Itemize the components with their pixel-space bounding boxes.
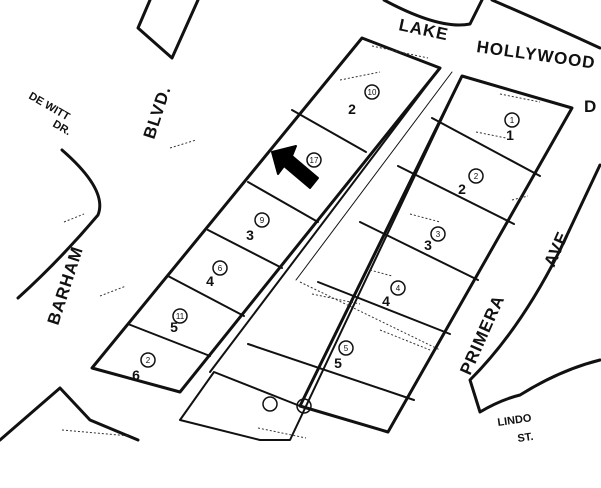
lower-partial-parcels — [262, 396, 312, 414]
street-label-hollywood: HOLLYWOOD — [475, 37, 596, 72]
east-lot-5: 5 5 — [334, 340, 354, 371]
alley-east-edge — [295, 71, 453, 281]
arrow-pointer-icon — [271, 145, 319, 189]
parcel-number: 5 — [344, 344, 349, 353]
east-lot-3: 3 3 — [424, 226, 446, 253]
lot-number: 5 — [334, 355, 342, 371]
parcel-number: 9 — [260, 216, 265, 225]
west-block-outline — [90, 36, 442, 394]
lot-number: 3 — [424, 237, 432, 253]
parcel-circle — [306, 152, 322, 168]
parcel-circle — [212, 260, 228, 276]
parcel-circle — [430, 226, 446, 242]
west-lot-3: 9 3 — [246, 212, 270, 243]
street-label-dewitt-1: DE WITT — [27, 90, 72, 123]
street-label-hollywood-suffix: D — [584, 97, 597, 116]
curb-dewitt-barham — [16, 148, 102, 300]
parcel-circle — [296, 398, 312, 414]
parcel-circle — [468, 168, 484, 184]
east-block-west-edge — [179, 75, 463, 441]
parcel-circle — [140, 352, 156, 368]
street-label-blvd: BLVD. — [140, 83, 175, 141]
lot-number: 3 — [246, 227, 254, 243]
west-lot-divider-2 — [247, 181, 319, 223]
parcel-number: 10 — [368, 88, 377, 97]
parcel-number: 2 — [146, 356, 151, 365]
west-lot-5: 11 5 — [170, 308, 188, 335]
parcel-circle — [262, 396, 278, 412]
parcel-number: 6 — [218, 264, 223, 273]
dimension-marks — [61, 45, 541, 439]
easement-dashed-line — [299, 281, 441, 351]
curb-primera-east — [468, 163, 601, 414]
west-lot-subject: 17 — [306, 152, 322, 168]
lot-number: 6 — [132, 367, 140, 383]
lot-number: 4 — [206, 273, 214, 289]
east-lot-divider-1 — [431, 117, 541, 177]
lot-number: 4 — [382, 293, 390, 309]
lot-number: 2 — [348, 101, 356, 117]
parcel-circle — [390, 280, 406, 296]
west-lot-divider-1 — [291, 109, 367, 153]
west-lot-divider-5 — [127, 323, 211, 357]
east-lot-divider-3 — [359, 221, 479, 281]
west-block — [90, 36, 442, 394]
parcel-number: 1 — [510, 116, 515, 125]
west-lot-labels: 10 2 17 9 3 6 4 11 5 2 6 — [132, 84, 380, 383]
curb-hollywood-north — [490, 0, 601, 50]
parcel-number: 17 — [310, 156, 319, 165]
curb-top-left — [136, 0, 200, 60]
west-lot-divider-4 — [167, 275, 245, 317]
east-lot-labels: 1 1 2 2 3 3 4 4 5 5 — [334, 112, 520, 371]
east-lot-2: 2 2 — [458, 168, 484, 197]
curb-lake-north — [382, 0, 484, 27]
parcel-circle — [504, 112, 520, 128]
east-lot-divider-4 — [317, 281, 451, 335]
street-label-lindo-1: LINDO — [497, 412, 533, 429]
east-lot-divider-5 — [247, 343, 415, 401]
parcel-number: 4 — [396, 284, 401, 293]
lot-number: 1 — [506, 127, 514, 143]
parcel-circle — [254, 212, 270, 228]
curb-bottom-left — [0, 386, 140, 442]
street-label-primera: PRIMERA — [456, 292, 508, 378]
lot-number: 5 — [170, 319, 178, 335]
street-label-lindo-2: ST. — [517, 431, 534, 445]
parcel-circle — [364, 84, 380, 100]
east-lot-4: 4 4 — [382, 280, 406, 309]
street-label-ave: AVE. — [540, 223, 575, 269]
parcel-circle — [172, 308, 188, 324]
east-lot-1: 1 1 — [504, 112, 520, 143]
west-lot-6: 2 6 — [132, 352, 156, 383]
west-lot-divider-3 — [207, 229, 283, 269]
west-lot-2: 10 2 — [348, 84, 380, 117]
parcel-number: 11 — [176, 312, 185, 321]
west-lot-4: 6 4 — [206, 260, 228, 289]
street-label-dewitt-2: DR. — [51, 118, 73, 138]
parcel-number: 3 — [436, 230, 441, 239]
alley-west-edge — [209, 67, 441, 373]
parcel-circle — [338, 340, 354, 356]
street-label-lake: LAKE — [397, 15, 450, 44]
east-lot-divider-2 — [397, 165, 515, 225]
lot-number: 2 — [458, 181, 466, 197]
street-label-barham: BARHAM — [44, 244, 87, 327]
parcel-number: 2 — [474, 172, 479, 181]
street-curbs — [0, 0, 601, 442]
alley — [209, 67, 453, 373]
east-block — [179, 74, 574, 441]
